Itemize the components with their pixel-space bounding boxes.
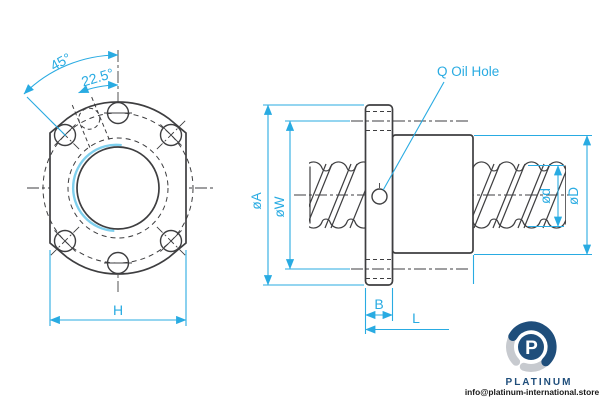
side-view bbox=[294, 104, 571, 286]
flange-hidden-holes bbox=[366, 111, 392, 279]
logo-letter: P bbox=[525, 338, 538, 359]
flange-outline bbox=[49, 101, 187, 275]
flange-hole-centerlines bbox=[351, 120, 470, 270]
top-bottom-hole-ticks bbox=[104, 112, 132, 264]
dia-a-dimension bbox=[263, 104, 364, 286]
b-dimension-label: B bbox=[374, 296, 383, 312]
angle-22-5-label: 22.5° bbox=[79, 65, 115, 90]
angle-45-label: 45° bbox=[47, 49, 73, 73]
bolt-hole-upper-right bbox=[159, 123, 183, 147]
angle-45-dimension bbox=[23, 50, 119, 137]
dia-d-big-dimension bbox=[472, 134, 592, 284]
oil-hole bbox=[371, 188, 388, 205]
bolt-hole-lower-left bbox=[53, 229, 77, 253]
brand-email: info@platinum-international.store bbox=[465, 387, 600, 397]
dia-w-label: øW bbox=[272, 196, 287, 217]
angle-22-5-dimension bbox=[78, 80, 119, 94]
h-dimension-label: H bbox=[113, 302, 123, 318]
dia-d-big-label: øD bbox=[566, 187, 581, 205]
oil-hole-label: Q Oil Hole bbox=[437, 64, 499, 79]
side-view-dimensions bbox=[263, 81, 592, 334]
bolt-hole-upper-left bbox=[53, 123, 77, 147]
l-dimension-label: L bbox=[412, 310, 420, 326]
bore-circle bbox=[76, 146, 160, 230]
logo-blue-swoosh bbox=[508, 321, 557, 367]
dia-w-dimension bbox=[285, 120, 350, 270]
dia-a-label: øA bbox=[249, 192, 264, 209]
oil-hole-leader bbox=[382, 81, 445, 191]
screw-thread-right bbox=[473, 161, 566, 229]
phantom-hole-22-5 bbox=[71, 96, 110, 148]
bolt-hole-lower-right bbox=[159, 229, 183, 253]
logo-disc bbox=[518, 334, 544, 360]
dia-d-small-label: ød bbox=[538, 188, 553, 204]
spigot-circle-dashed bbox=[67, 137, 169, 239]
front-view-dimensions bbox=[23, 50, 187, 326]
brand-name: PLATINUM bbox=[506, 377, 573, 388]
screw-thread-left bbox=[309, 161, 366, 229]
brand-logo: P PLATINUM info@platinum-international.s… bbox=[465, 321, 600, 397]
logo-mark bbox=[506, 321, 557, 372]
bore-accent-arc bbox=[71, 143, 122, 232]
dia-d-small-dimension bbox=[528, 164, 564, 228]
bolt-holes bbox=[53, 101, 183, 275]
angle-45-leader bbox=[26, 96, 67, 137]
front-view bbox=[27, 50, 213, 292]
h-dimension bbox=[49, 250, 187, 326]
